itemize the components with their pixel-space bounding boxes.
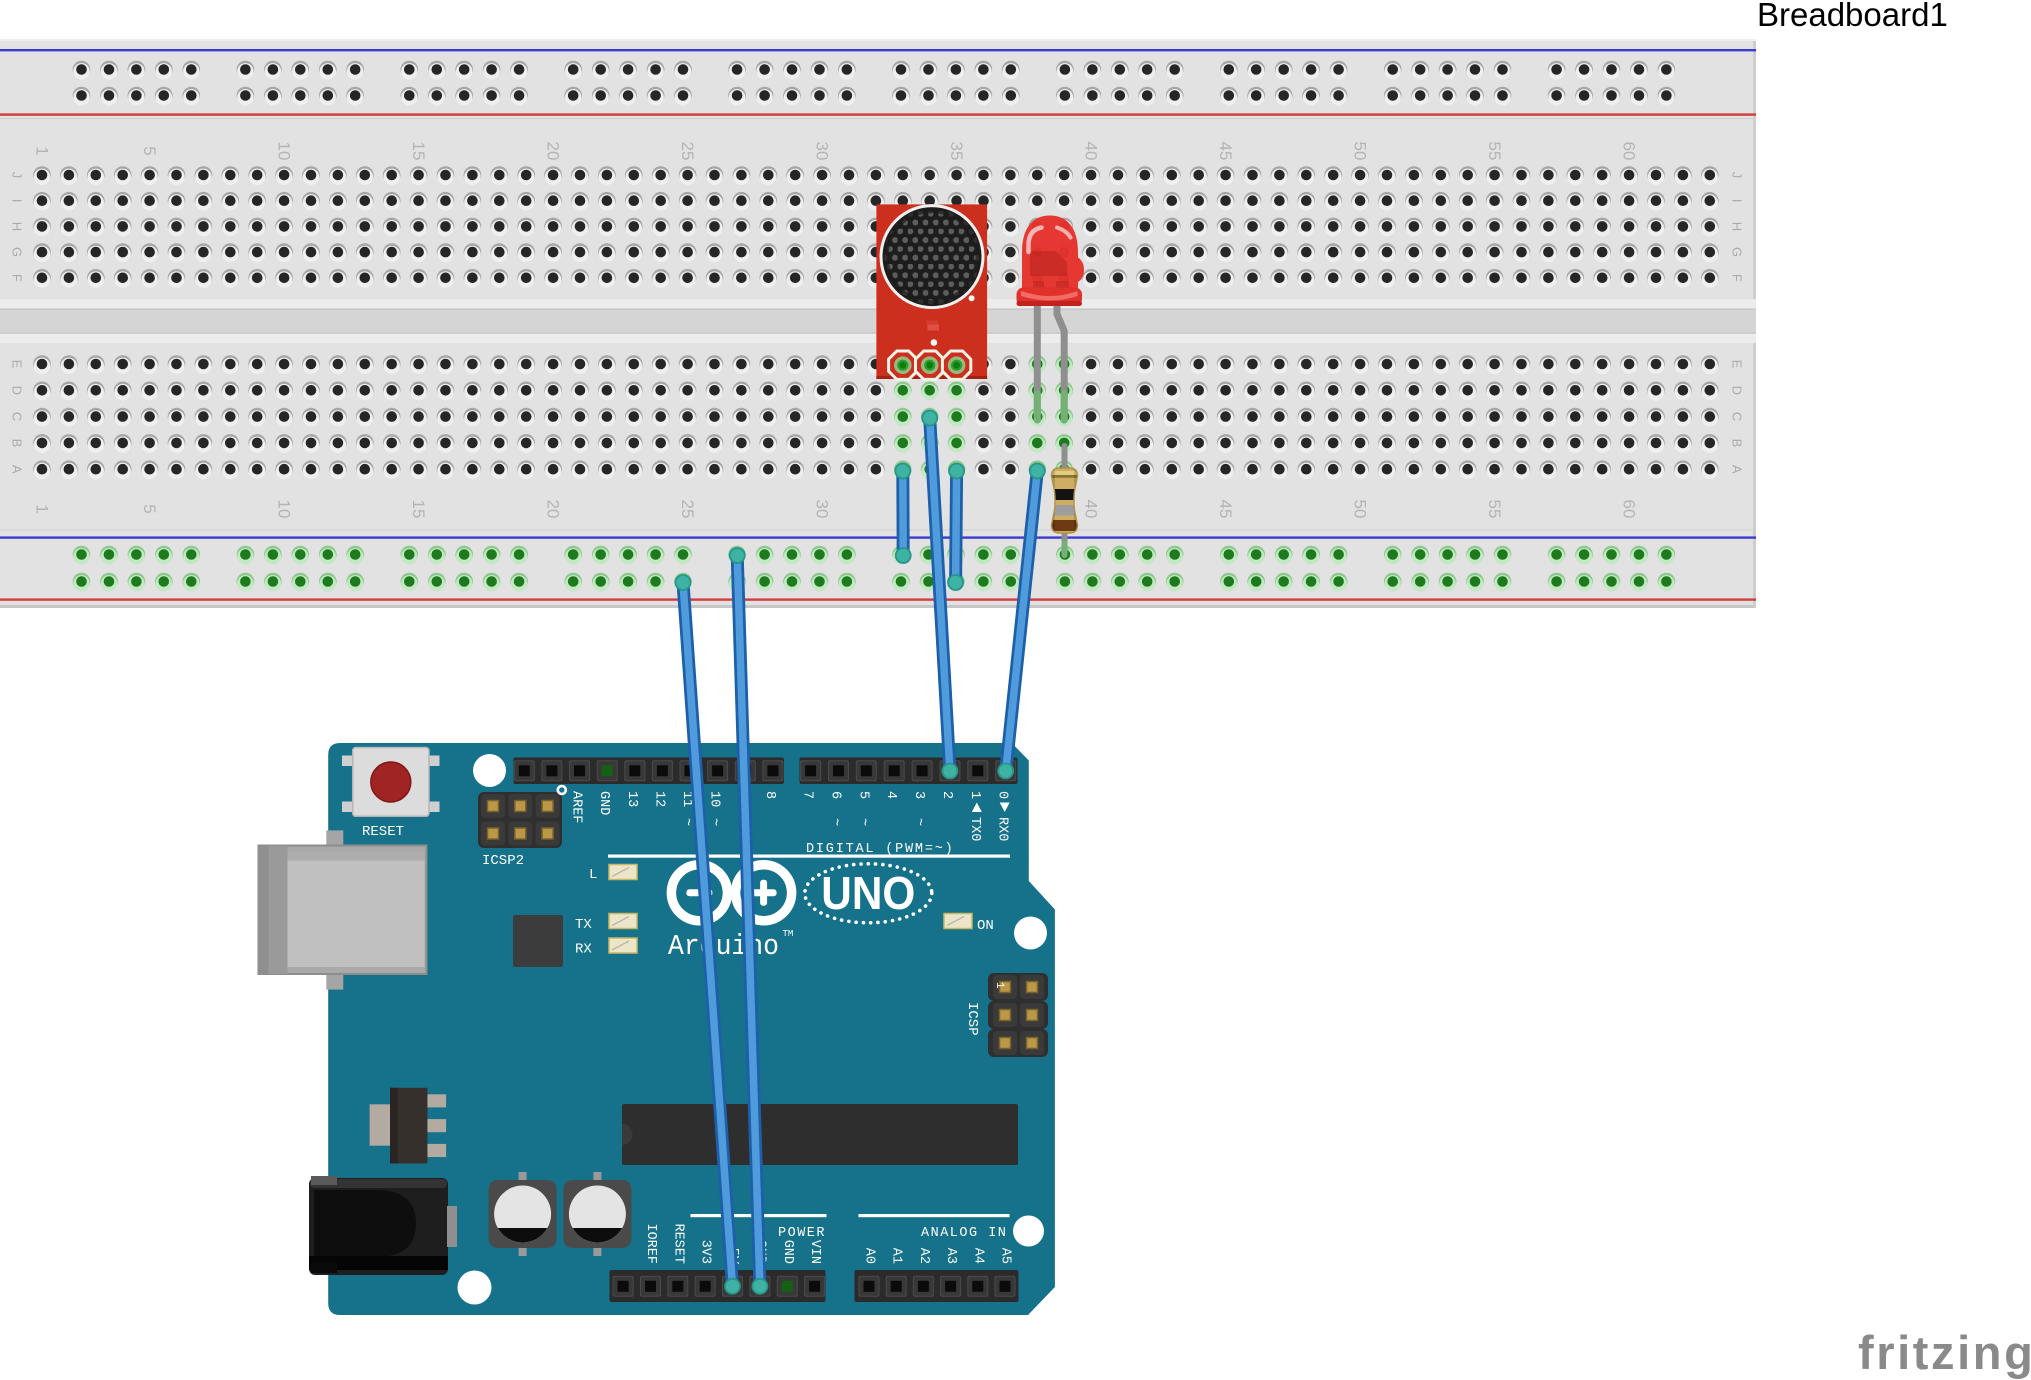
svg-text:1: 1: [33, 504, 52, 513]
svg-text:45: 45: [1216, 500, 1235, 519]
svg-text:3V3: 3V3: [698, 1240, 713, 1264]
svg-text:I: I: [1730, 199, 1745, 203]
svg-text:POWER: POWER: [778, 1226, 826, 1241]
svg-text:60: 60: [1620, 500, 1639, 519]
svg-text:~: ~: [679, 818, 694, 826]
svg-text:L: L: [589, 867, 597, 883]
svg-text:30: 30: [813, 500, 832, 519]
svg-text:ICSP2: ICSP2: [482, 853, 524, 869]
svg-text:UNO: UNO: [821, 867, 915, 919]
svg-text:A3: A3: [943, 1248, 958, 1264]
svg-text:ANALOG IN: ANALOG IN: [921, 1226, 1007, 1241]
svg-text:35: 35: [947, 142, 966, 161]
svg-text:10: 10: [275, 500, 294, 519]
svg-text:VIN: VIN: [807, 1240, 822, 1264]
svg-text:7: 7: [800, 791, 815, 799]
svg-text:TX0: TX0: [967, 817, 982, 841]
svg-text:15: 15: [409, 142, 428, 161]
svg-text:20: 20: [544, 142, 563, 161]
svg-text:D: D: [10, 386, 25, 395]
svg-text:13: 13: [624, 791, 639, 807]
svg-text:10: 10: [275, 142, 294, 161]
svg-text:Breadboard1: Breadboard1: [1757, 0, 1948, 33]
svg-text:H: H: [1730, 222, 1745, 231]
svg-text:3: 3: [911, 791, 926, 799]
svg-text:50: 50: [1351, 142, 1370, 161]
svg-text:50: 50: [1351, 500, 1370, 519]
svg-text:~: ~: [707, 818, 722, 826]
svg-text:GND: GND: [780, 1240, 795, 1264]
svg-text:AREF: AREF: [569, 791, 584, 823]
svg-text:55: 55: [1485, 500, 1504, 519]
svg-text:5: 5: [140, 504, 159, 513]
svg-text:~: ~: [855, 818, 870, 826]
svg-text:E: E: [1730, 360, 1745, 369]
svg-text:6: 6: [828, 791, 843, 799]
svg-text:2: 2: [939, 791, 954, 799]
svg-text:5: 5: [140, 146, 159, 155]
svg-text:Arduino: Arduino: [668, 930, 779, 963]
svg-text:25: 25: [678, 500, 697, 519]
svg-text:F: F: [1730, 274, 1745, 282]
svg-text:ICSP: ICSP: [964, 1002, 980, 1036]
svg-text:IOREF: IOREF: [643, 1223, 658, 1264]
svg-text:F: F: [10, 274, 25, 282]
svg-text:D: D: [1730, 386, 1745, 395]
svg-text:A2: A2: [916, 1248, 931, 1264]
svg-text:DIGITAL (PWM=~): DIGITAL (PWM=~): [806, 842, 955, 857]
svg-text:A: A: [1730, 465, 1745, 474]
svg-text:A0: A0: [862, 1248, 877, 1264]
svg-text:60: 60: [1620, 142, 1639, 161]
svg-text:4: 4: [883, 791, 898, 799]
svg-text:RESET: RESET: [670, 1223, 685, 1264]
svg-text:A5: A5: [998, 1248, 1013, 1264]
svg-text:RX0: RX0: [995, 817, 1010, 841]
svg-text:A: A: [10, 465, 25, 474]
svg-text:J: J: [10, 172, 25, 179]
svg-text:B: B: [1730, 439, 1745, 448]
svg-text:B: B: [10, 439, 25, 448]
svg-text:11: 11: [679, 791, 694, 807]
svg-text:ON: ON: [977, 918, 994, 934]
svg-text:5: 5: [855, 791, 870, 799]
svg-text:40: 40: [1082, 142, 1101, 161]
svg-text:12: 12: [651, 791, 666, 807]
svg-text:A4: A4: [970, 1248, 985, 1264]
svg-text:~: ~: [911, 818, 926, 826]
svg-text:0: 0: [995, 791, 1010, 799]
svg-text:10: 10: [707, 791, 722, 807]
svg-text:E: E: [10, 360, 25, 369]
svg-text:G: G: [10, 247, 25, 257]
svg-text:TM: TM: [783, 929, 794, 939]
svg-text:I: I: [10, 199, 25, 203]
svg-text:30: 30: [813, 142, 832, 161]
svg-text:55: 55: [1485, 142, 1504, 161]
svg-text:G: G: [1730, 247, 1745, 257]
svg-text:C: C: [10, 412, 25, 421]
svg-text:25: 25: [678, 142, 697, 161]
svg-text:J: J: [1730, 172, 1745, 179]
svg-text:H: H: [10, 222, 25, 231]
svg-text:A1: A1: [889, 1248, 904, 1264]
svg-text:40: 40: [1082, 500, 1101, 519]
svg-text:~: ~: [828, 818, 843, 826]
svg-text:1: 1: [33, 146, 52, 155]
svg-text:TX: TX: [575, 917, 592, 933]
svg-text:15: 15: [409, 500, 428, 519]
svg-text:GND: GND: [596, 791, 611, 815]
svg-text:1: 1: [993, 982, 1005, 989]
svg-text:45: 45: [1216, 142, 1235, 161]
svg-text:RX: RX: [575, 942, 592, 958]
svg-text:fritzing: fritzing: [1858, 1326, 2031, 1379]
svg-text:8: 8: [762, 791, 777, 799]
svg-text:20: 20: [544, 500, 563, 519]
svg-text:1: 1: [967, 791, 982, 799]
svg-text:RESET: RESET: [362, 824, 404, 840]
svg-text:C: C: [1730, 412, 1745, 421]
